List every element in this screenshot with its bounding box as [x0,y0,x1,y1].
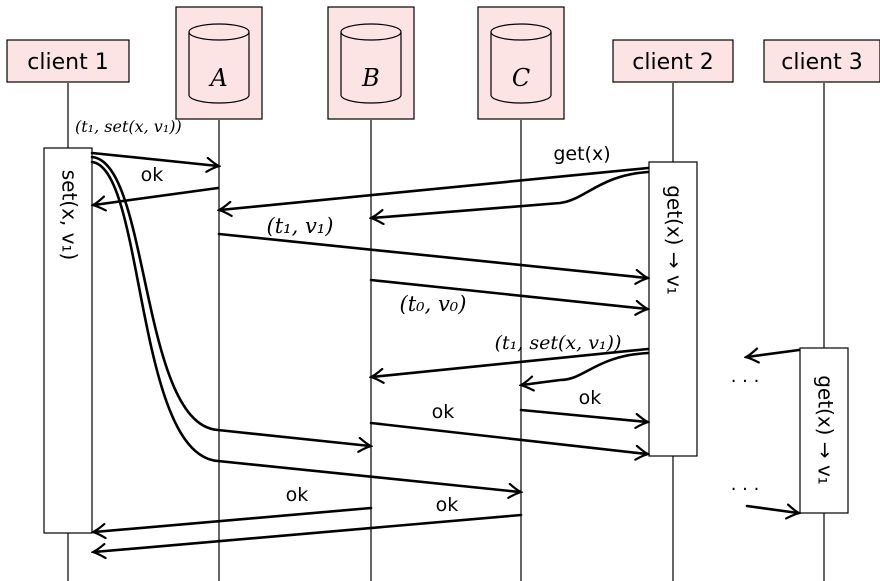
arrow-writeback-to-B [372,347,650,377]
arrow-A-reply-to-client2 [217,232,647,278]
participant-label: client 2 [632,50,713,75]
arrow-ok-A-to-client1 [94,186,220,205]
activation-label: get(x) → v₁ [663,185,687,295]
label-ok-C-to-client1: ok [436,494,459,516]
activation-label: set(x, v₁) [58,170,82,261]
label-ok-C-to-client2: ok [579,387,602,409]
participant-C: C [477,6,565,120]
database-icon [340,23,402,104]
arrow-client3-outgoing [747,350,801,357]
participant-client3: client 3 [763,39,880,83]
arrow-get-to-B [372,170,650,218]
participant-label: A [208,64,227,92]
label-get-request: get(x) [553,143,610,165]
participant-label: client 1 [27,50,108,75]
activation-client3: get(x) → v₁ [799,347,849,514]
label-writeback: (t₁, set(x, v₁)) [495,332,622,354]
activation-client2: get(x) → v₁ [648,161,698,457]
arrow-ok-B-to-client2 [369,421,647,454]
arrow-set-to-A [90,151,218,166]
messages [90,151,801,552]
activation-client1: set(x, v₁) [43,147,93,534]
arrow-set-to-C [90,160,520,492]
label-ok-B-to-client2: ok [432,401,455,423]
activation-label: get(x) → v₁ [814,375,838,485]
arrow-set-to-B [90,155,370,446]
database-icon [188,23,250,104]
label-ok-A-to-client1: ok [141,164,164,186]
arrow-client3-incoming [745,506,798,513]
database-icon [490,23,552,104]
ellipsis-upper: · · · [731,371,760,392]
arrow-writeback-to-C [522,351,650,385]
participant-label: client 3 [781,50,862,75]
participant-label: C [512,64,530,92]
label-B-reply: (t₀, v₀) [400,292,467,316]
message-labels: (t₁, set(x, v₁)) ok get(x) (t₁, v₁) (t₀,… [75,117,621,516]
arrow-ok-C-to-client1 [94,513,523,552]
participant-label: B [361,64,380,92]
label-A-reply: (t₁, v₁) [267,214,334,238]
ellipsis-lower: · · · [731,479,760,500]
participant-client2: client 2 [612,39,734,83]
participant-client1: client 1 [6,39,130,83]
arrow-B-reply-to-client2 [369,278,647,309]
label-ok-B-to-client1: ok [286,484,309,506]
participant-B: B [327,6,415,120]
arrow-get-to-A [220,166,650,210]
arrow-ok-C-to-client2 [519,408,647,422]
label-set-request: (t₁, set(x, v₁)) [75,117,182,136]
arrow-ok-B-to-client1 [94,506,373,532]
participant-A: A [175,6,263,120]
